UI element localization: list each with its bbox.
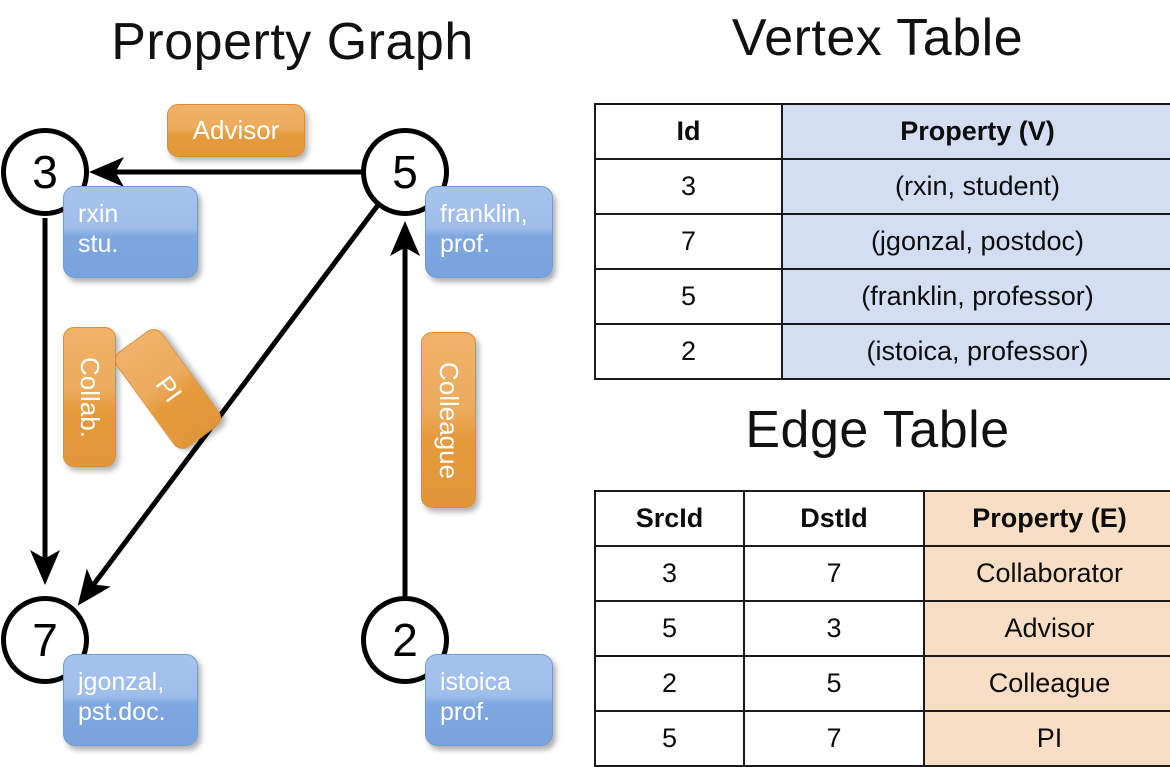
vertex-cell-id: 7 [594,213,783,270]
edge-cell-dstid: 7 [743,710,925,767]
edge-cell-dstid: 7 [743,545,925,602]
node-property-istoica-line2: prof. [440,698,491,726]
edge-table-header-property: Property (E) [923,490,1170,547]
table-row[interactable]: 7 (jgonzal, postdoc) [594,213,1170,270]
edge-label-colleague-text: Colleague [434,361,464,479]
edge-cell-srcid: 5 [594,600,745,657]
property-graph-canvas: 3 5 7 2 rxin stu. franklin, prof. jgonza… [0,0,585,760]
vertex-table-header-row: Id Property (V) [594,103,1170,160]
graph-node-7-label: 7 [32,614,58,666]
graph-node-5[interactable]: 5 [361,128,449,216]
edge-cell-property: Advisor [923,600,1170,657]
vertex-table-header-id: Id [594,103,783,160]
node-property-franklin-line2: prof. [440,230,491,258]
node-property-box-istoica[interactable]: istoica prof. [425,654,553,746]
edge-cell-srcid: 5 [594,710,745,767]
vertex-cell-property: (jgonzal, postdoc) [781,213,1170,270]
node-property-box-franklin[interactable]: franklin, prof. [425,186,553,278]
edge-cell-srcid: 3 [594,545,745,602]
table-row[interactable]: 5 7 PI [594,710,1170,767]
vertex-cell-property: (rxin, student) [781,158,1170,215]
node-property-box-jgonzal[interactable]: jgonzal, pst.doc. [63,654,198,746]
node-property-rxin-line2: stu. [78,230,119,258]
node-property-jgonzal-line2: pst.doc. [78,698,166,726]
edge-cell-property: Colleague [923,655,1170,712]
edge-cell-dstid: 3 [743,600,925,657]
edge-label-colleague[interactable]: Colleague [421,332,476,508]
table-row[interactable]: 3 7 Collaborator [594,545,1170,602]
edge-label-advisor[interactable]: Advisor [167,104,305,157]
edge-table-header-dstid: DstId [743,490,925,547]
graph-node-3-label: 3 [32,146,58,198]
node-property-istoica-line1: istoica [440,668,511,696]
node-property-rxin-line1: rxin [78,200,119,228]
graph-node-2-label: 2 [392,614,418,666]
node-property-jgonzal-line1: jgonzal, [78,668,165,696]
table-row[interactable]: 5 (franklin, professor) [594,268,1170,325]
node-property-box-rxin[interactable]: rxin stu. [63,186,198,278]
table-row[interactable]: 2 (istoica, professor) [594,323,1170,380]
edge-label-pi-text: PI [149,369,188,408]
page-title-property-graph: Property Graph [111,13,474,71]
edge-cell-dstid: 5 [743,655,925,712]
table-row[interactable]: 5 3 Advisor [594,600,1170,657]
edge-label-pi[interactable]: PI [110,324,226,454]
edge-label-collab[interactable]: Collab. [63,327,116,467]
vertex-cell-id: 3 [594,158,783,215]
graph-node-5-label: 5 [392,146,418,198]
edge-cell-property: Collaborator [923,545,1170,602]
table-row[interactable]: 3 (rxin, student) [594,158,1170,215]
vertex-table: Id Property (V) 3 (rxin, student) 7 (jgo… [594,103,1170,380]
edge-cell-srcid: 2 [594,655,745,712]
edge-label-collab-text: Collab. [75,356,105,438]
vertex-cell-property: (franklin, professor) [781,268,1170,325]
edge-label-advisor-text: Advisor [192,115,280,145]
edge-table-header-srcid: SrcId [594,490,745,547]
table-row[interactable]: 2 5 Colleague [594,655,1170,712]
vertex-cell-id: 2 [594,323,783,380]
graph-node-2[interactable]: 2 [361,596,449,684]
node-property-franklin-line1: franklin, [440,200,528,228]
page-title-vertex-table: Vertex Table [731,9,1024,67]
vertex-cell-property: (istoica, professor) [781,323,1170,380]
page-title-edge-table: Edge Table [745,401,1010,459]
edge-table: SrcId DstId Property (E) 3 7 Collaborato… [594,490,1170,767]
edge-cell-property: PI [923,710,1170,767]
vertex-table-header-property: Property (V) [781,103,1170,160]
edge-table-header-row: SrcId DstId Property (E) [594,490,1170,547]
vertex-cell-id: 5 [594,268,783,325]
